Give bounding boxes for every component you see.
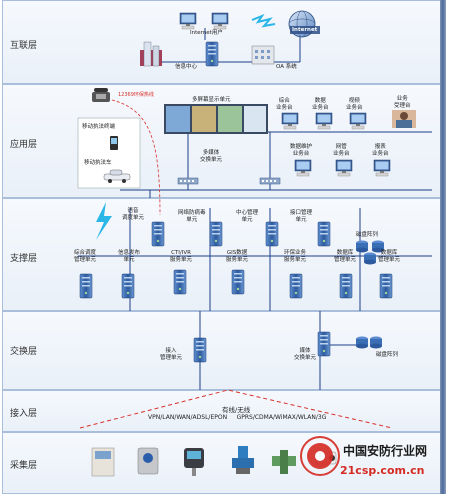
desk-video-pc — [349, 112, 367, 130]
label-db-unit-1: 数据库 管理单元 — [334, 250, 357, 263]
label-info-center: 信息中心 — [175, 64, 198, 70]
label-display-unit: 多屏幕显示单元 — [192, 97, 231, 103]
collector-sensor-icon — [184, 448, 204, 476]
oa-building-icon — [251, 45, 275, 65]
server-voice — [151, 221, 165, 247]
multimedia-switch-1 — [177, 177, 199, 185]
label-netmgmt-desk: 网管 业务台 — [333, 144, 350, 157]
firewall-building-icon — [140, 41, 162, 67]
label-mobile-terminal: 移动执法终端 — [82, 124, 116, 130]
desk-data-pc — [315, 112, 333, 130]
label-hotline: 12369环保热线 — [118, 92, 154, 98]
server-access-mgmt — [193, 337, 207, 363]
mobile-terminal-icon — [110, 136, 118, 150]
server-media-switch — [317, 331, 331, 357]
label-mobile-car: 移动执法车 — [84, 160, 112, 166]
desk-overall-pc — [281, 112, 299, 130]
label-service-desk: 业务 受理台 — [394, 96, 411, 109]
server-info-publish — [121, 273, 135, 299]
server-center — [265, 221, 279, 247]
collector-meter-icon — [91, 447, 115, 477]
layer-label-collection: 采集层 — [10, 461, 38, 471]
wireless-lightning-icon — [96, 202, 112, 240]
label-cti-ivr: CTI/IVR 服务单元 — [170, 250, 193, 263]
label-wired-wireless: 有线/无线 — [222, 406, 251, 414]
hotline-phone-icon — [92, 88, 110, 102]
label-disk-array-support: 磁盘阵列 — [356, 232, 379, 238]
server-cti — [173, 269, 187, 295]
watermark-seal-icon — [300, 436, 340, 476]
collection-layer — [2, 432, 442, 494]
label-video-desk: 视频 业务台 — [346, 98, 363, 111]
server-db1 — [339, 273, 353, 299]
server-dispatch — [79, 273, 93, 299]
label-internet-cloud: Internet — [292, 27, 318, 33]
server-interface — [317, 221, 331, 247]
disk-array-switching — [356, 336, 382, 349]
label-dispatch-mgmt: 综合调度 管理单元 — [74, 250, 97, 263]
desk-netmgmt-pc — [335, 159, 353, 177]
server-gis — [231, 269, 245, 295]
layer-label-support: 支撑层 — [10, 254, 38, 264]
label-report-desk: 报表 业务台 — [372, 144, 389, 157]
layer-label-access: 接入层 — [10, 409, 38, 419]
internet-user-pc-2 — [211, 12, 229, 30]
label-datamaint-desk: 数据维护 业务台 — [290, 144, 313, 157]
layer-label-application: 应用层 — [10, 140, 38, 150]
label-oa-system: OA 系统 — [276, 64, 297, 70]
access-triangle — [79, 389, 393, 429]
label-access-mgmt: 接入 管理单元 — [160, 348, 183, 361]
layer-label-switching: 交换层 — [10, 347, 38, 357]
server-env — [289, 273, 303, 299]
label-access-protocols: VPN/LAN/WAN/ADSL/EPON GPRS/CDMA/WiMAX/WL… — [148, 414, 327, 421]
switching-network-links — [199, 311, 356, 390]
watermark-site-url: 21csp.com.cn — [340, 464, 425, 477]
right-rail — [440, 0, 446, 494]
collector-valve-icon — [272, 450, 296, 474]
access-layer — [2, 390, 442, 432]
mobile-car-icon — [103, 169, 131, 183]
layer-label-internet: 互联层 — [10, 41, 38, 51]
label-env-service: 环保业务 服务单元 — [284, 250, 307, 263]
label-firewall-unit: 网络防病毒 单元 — [178, 210, 206, 223]
label-media-switch: 媒体 交换单元 — [294, 348, 317, 361]
display-wall — [164, 104, 268, 134]
server-db2 — [379, 273, 393, 299]
desk-report-pc — [373, 159, 391, 177]
desk-service-icon — [392, 110, 416, 128]
info-center-server — [205, 41, 219, 67]
collector-pump-icon — [232, 446, 254, 474]
label-multimedia-switch: 多媒体 交换单元 — [200, 150, 223, 163]
internet-network-links — [160, 28, 301, 63]
desk-datamaint-pc — [294, 159, 312, 177]
label-voice-unit: 语音 调度单元 — [122, 208, 145, 221]
multimedia-switch-2 — [259, 177, 281, 185]
internet-user-pc — [179, 12, 197, 30]
watermark-site-name: 中国安防行业网 — [343, 444, 428, 458]
label-overall-desk: 综合 业务台 — [276, 98, 293, 111]
label-info-publish: 信息发布 单元 — [118, 250, 141, 263]
label-center-mgmt: 中心管理 单元 — [236, 210, 259, 223]
label-disk-array-switching: 磁盘阵列 — [376, 352, 399, 358]
label-internet-user: Internet用户 — [190, 30, 223, 36]
switching-layer — [2, 311, 442, 390]
label-gis: GIS数据 服务单元 — [226, 250, 249, 263]
label-db-unit-2: 数据库 管理单元 — [378, 250, 401, 263]
label-data-desk: 数据 业务台 — [312, 98, 329, 111]
hotline-dashed-link — [111, 99, 161, 216]
collector-analyzer-icon — [137, 447, 159, 475]
server-firewall — [209, 221, 223, 247]
application-layer — [2, 84, 442, 198]
label-interface-mgmt: 接口管理 单元 — [290, 210, 313, 223]
wireless-bolt-icon — [251, 13, 276, 28]
